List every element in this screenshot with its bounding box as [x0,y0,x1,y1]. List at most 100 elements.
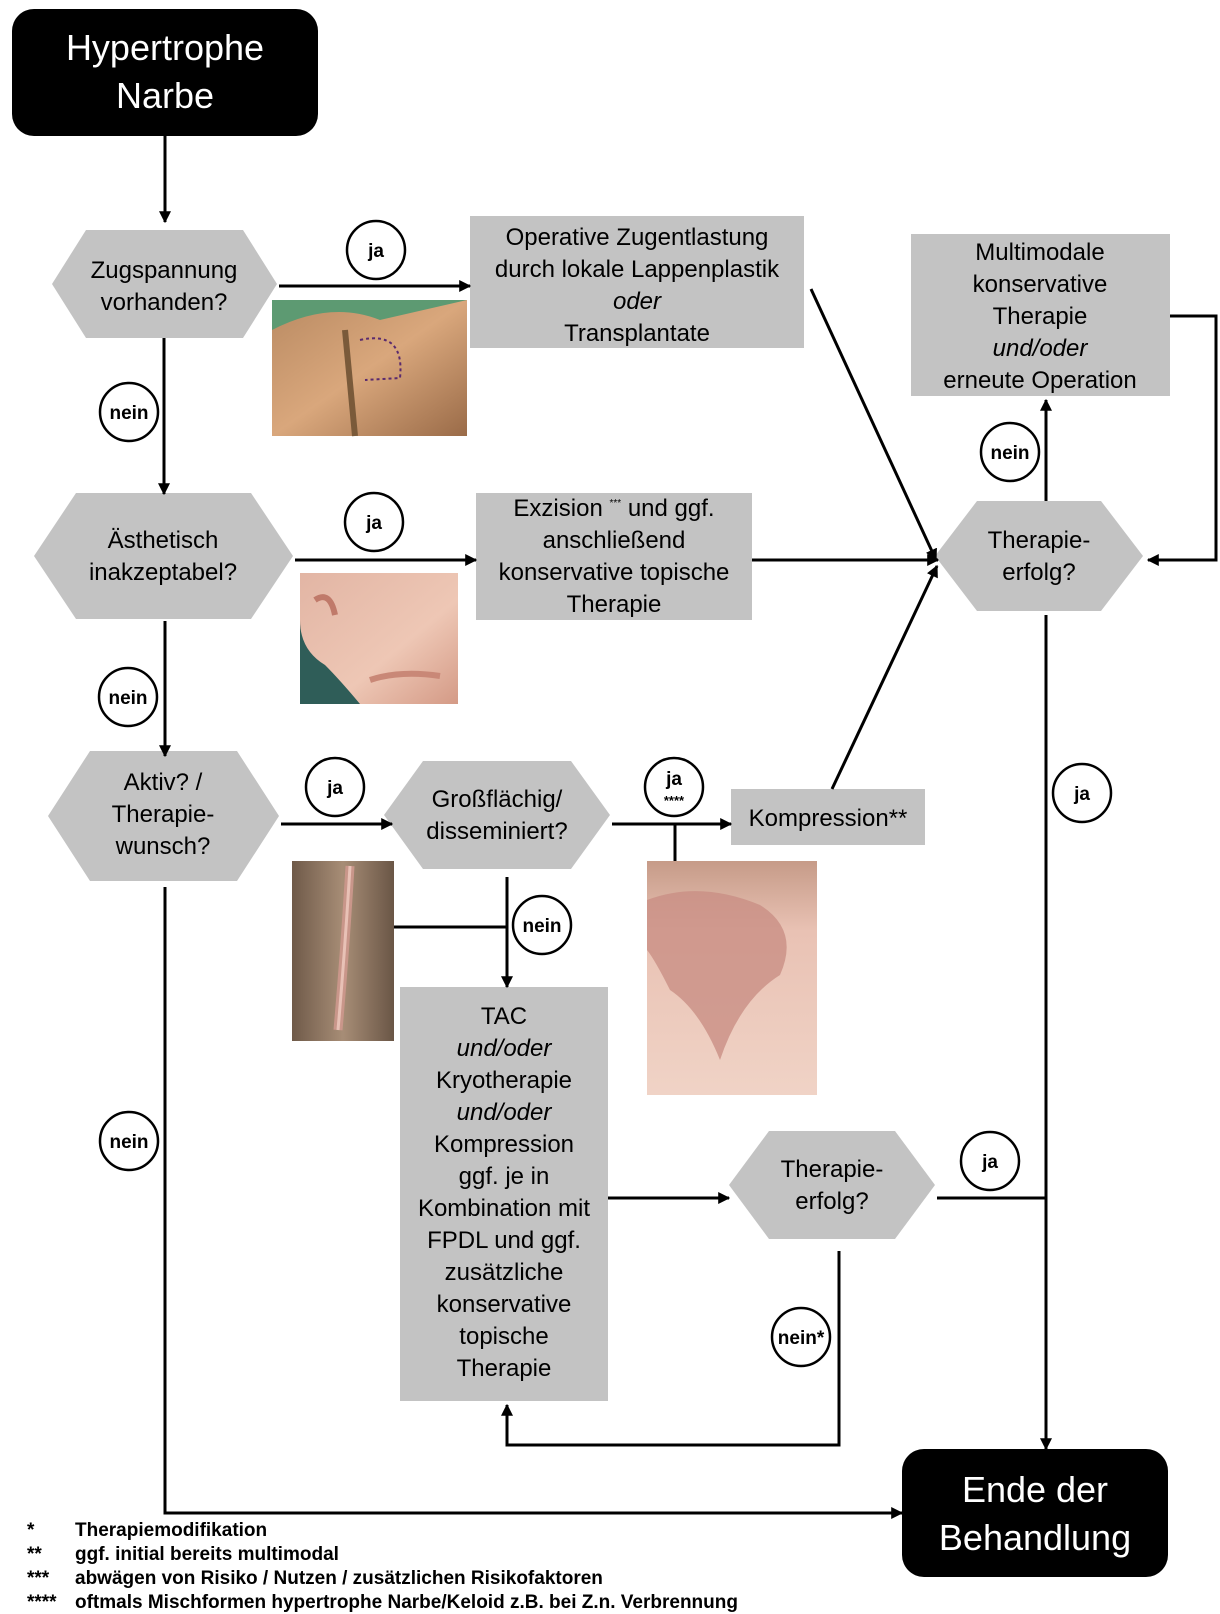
box-exzision: Exzision *** und ggf. anschließend konse… [476,485,752,620]
decision-therapieerfolg-top: Therapie- erfolg? [935,501,1143,611]
box-exzision-sup: *** [609,498,621,509]
label-nein-4: nein [979,421,1041,483]
footnotes: * Therapiemodifikation ** ggf. initial b… [27,1520,738,1613]
box-multimodale-line-3: Therapie [993,303,1088,330]
label-ja-6-text: ja [981,1152,998,1173]
box-tac-line-9: zusätzliche [445,1259,564,1286]
end-terminal: Ende der Behandlung [902,1449,1168,1577]
box-tac-line-7: Kombination mit [418,1195,590,1222]
label-nein-1-text: nein [109,403,148,424]
label-nein-2-text: nein [108,688,147,709]
decision-aesthetisch-line-2: inakzeptabel? [89,559,237,586]
arrow-multi-loop [1146,314,1218,566]
box-operative-line-3: oder [613,288,662,315]
decision-aktiv-line-1: Aktiv? / [124,769,203,796]
label-ja-1-text: ja [367,241,384,262]
end-line-2: Behandlung [939,1517,1131,1558]
label-ja-3-text: ja [326,778,343,799]
box-operative-line-4: Transplantate [564,320,710,347]
box-exzision-line-1a: Exzision [513,495,602,522]
box-kompression-text: Kompression** [749,805,908,832]
label-ja-5: ja [1051,762,1113,824]
decision-therapieerfolg-bottom-line-2: erfolg? [795,1188,868,1215]
box-multimodale-line-5: erneute Operation [943,367,1136,394]
label-ja-4: ja **** [643,756,705,818]
box-tac-line-11: topische [459,1323,548,1350]
decision-zugspannung-line-1: Zugspannung [91,257,238,284]
box-tac-line-6: ggf. je in [459,1163,550,1190]
box-tac-line-12: Therapie [457,1355,552,1382]
footnote-3-text: abwägen von Risiko / Nutzen / zusätzlich… [75,1568,603,1589]
decision-aesthetisch-line-1: Ästhetisch [108,527,219,554]
decision-therapieerfolg-bottom-line-1: Therapie- [781,1156,884,1183]
box-tac-line-3: Kryotherapie [436,1067,572,1094]
label-nein-3-text: nein [522,916,561,937]
label-nein-1: nein [98,381,160,443]
arrow-kompression-to-erfolg [830,564,939,790]
photo-face-scar [300,573,458,704]
box-multimodale-line-4: und/oder [993,335,1089,362]
box-operative-zugentlastung: Operative Zugentlastung durch lokale Lap… [470,216,804,348]
end-line-1: Ende der [962,1469,1108,1510]
footnote-1-mark: * [27,1520,35,1541]
box-exzision-line-3: konservative topische [499,559,730,586]
label-nein-2: nein [97,666,159,728]
label-ja-5-text: ja [1073,784,1090,805]
label-ja-2-text: ja [365,513,382,534]
decision-aktiv-line-3: wunsch? [115,833,211,860]
label-nein-5-text: nein [109,1132,148,1153]
box-tac-line-10: konservative [437,1291,572,1318]
footnote-3-mark: *** [27,1568,50,1589]
connectors [158,136,1218,1519]
box-exzision-line-1b: und ggf. [628,495,715,522]
label-ja-2: ja [343,491,405,553]
label-ja-3: ja [304,756,366,818]
box-operative-line-2: durch lokale Lappenplastik [495,256,780,283]
photo-shoulder-burn [647,861,817,1095]
photo-chest-scar [292,861,394,1041]
box-multimodale: Multimodale konservative Therapie und/od… [911,234,1170,396]
footnote-4-text: oftmals Mischformen hypertrophe Narbe/Ke… [75,1592,738,1613]
box-tac: TAC und/oder Kryotherapie und/oder Kompr… [400,987,608,1401]
decision-zugspannung: Zugspannung vorhanden? [52,230,277,338]
box-exzision-line-1: Exzision *** und ggf. [513,485,714,522]
label-nein-star-text: nein* [778,1328,825,1349]
decision-aesthetisch: Ästhetisch inakzeptabel? [34,493,293,619]
label-nein-4-text: nein [990,443,1029,464]
label-ja-1: ja [345,219,407,281]
box-tac-line-1: TAC [481,1003,527,1030]
decision-zugspannung-line-2: vorhanden? [101,289,228,316]
label-nein-3: nein [511,894,573,956]
decision-therapieerfolg-bottom: Therapie- erfolg? [729,1131,935,1239]
start-line-1: Hypertrophe [66,27,264,68]
start-line-2: Narbe [116,75,214,116]
box-tac-line-8: FPDL und ggf. [427,1227,581,1254]
decision-therapieerfolg-top-line-2: erfolg? [1002,559,1075,586]
arrow-op-to-erfolg [809,288,938,562]
box-tac-line-5: Kompression [434,1131,574,1158]
footnote-4-mark: **** [27,1592,57,1613]
footnote-2-text: ggf. initial bereits multimodal [75,1544,339,1565]
label-nein-star: nein* [770,1306,832,1368]
label-ja-4-text: ja [665,769,682,790]
box-tac-line-4: und/oder [457,1099,553,1126]
arrow-aktiv-nein [163,887,904,1519]
decision-aktiv: Aktiv? / Therapie- wunsch? [48,751,279,881]
arrow-erfolg2-nein [501,1251,841,1447]
decision-aktiv-line-2: Therapie- [112,801,215,828]
label-nein-5: nein [98,1110,160,1172]
footnote-1-text: Therapiemodifikation [75,1520,267,1541]
decision-grossflaechig: Großflächig/ disseminiert? [384,761,610,869]
decision-grossflaechig-line-1: Großflächig/ [432,786,563,813]
box-tac-line-2: und/oder [457,1035,553,1062]
footnote-2-mark: ** [27,1544,42,1565]
box-exzision-line-4: Therapie [567,591,662,618]
decision-grossflaechig-line-2: disseminiert? [426,818,567,845]
photo-neck-flap [272,300,467,437]
box-exzision-line-2: anschließend [543,527,686,554]
start-terminal: Hypertrophe Narbe [12,9,318,136]
label-ja-4-stars: **** [664,793,685,808]
decision-therapieerfolg-top-line-1: Therapie- [988,527,1091,554]
label-ja-6: ja [959,1130,1021,1192]
